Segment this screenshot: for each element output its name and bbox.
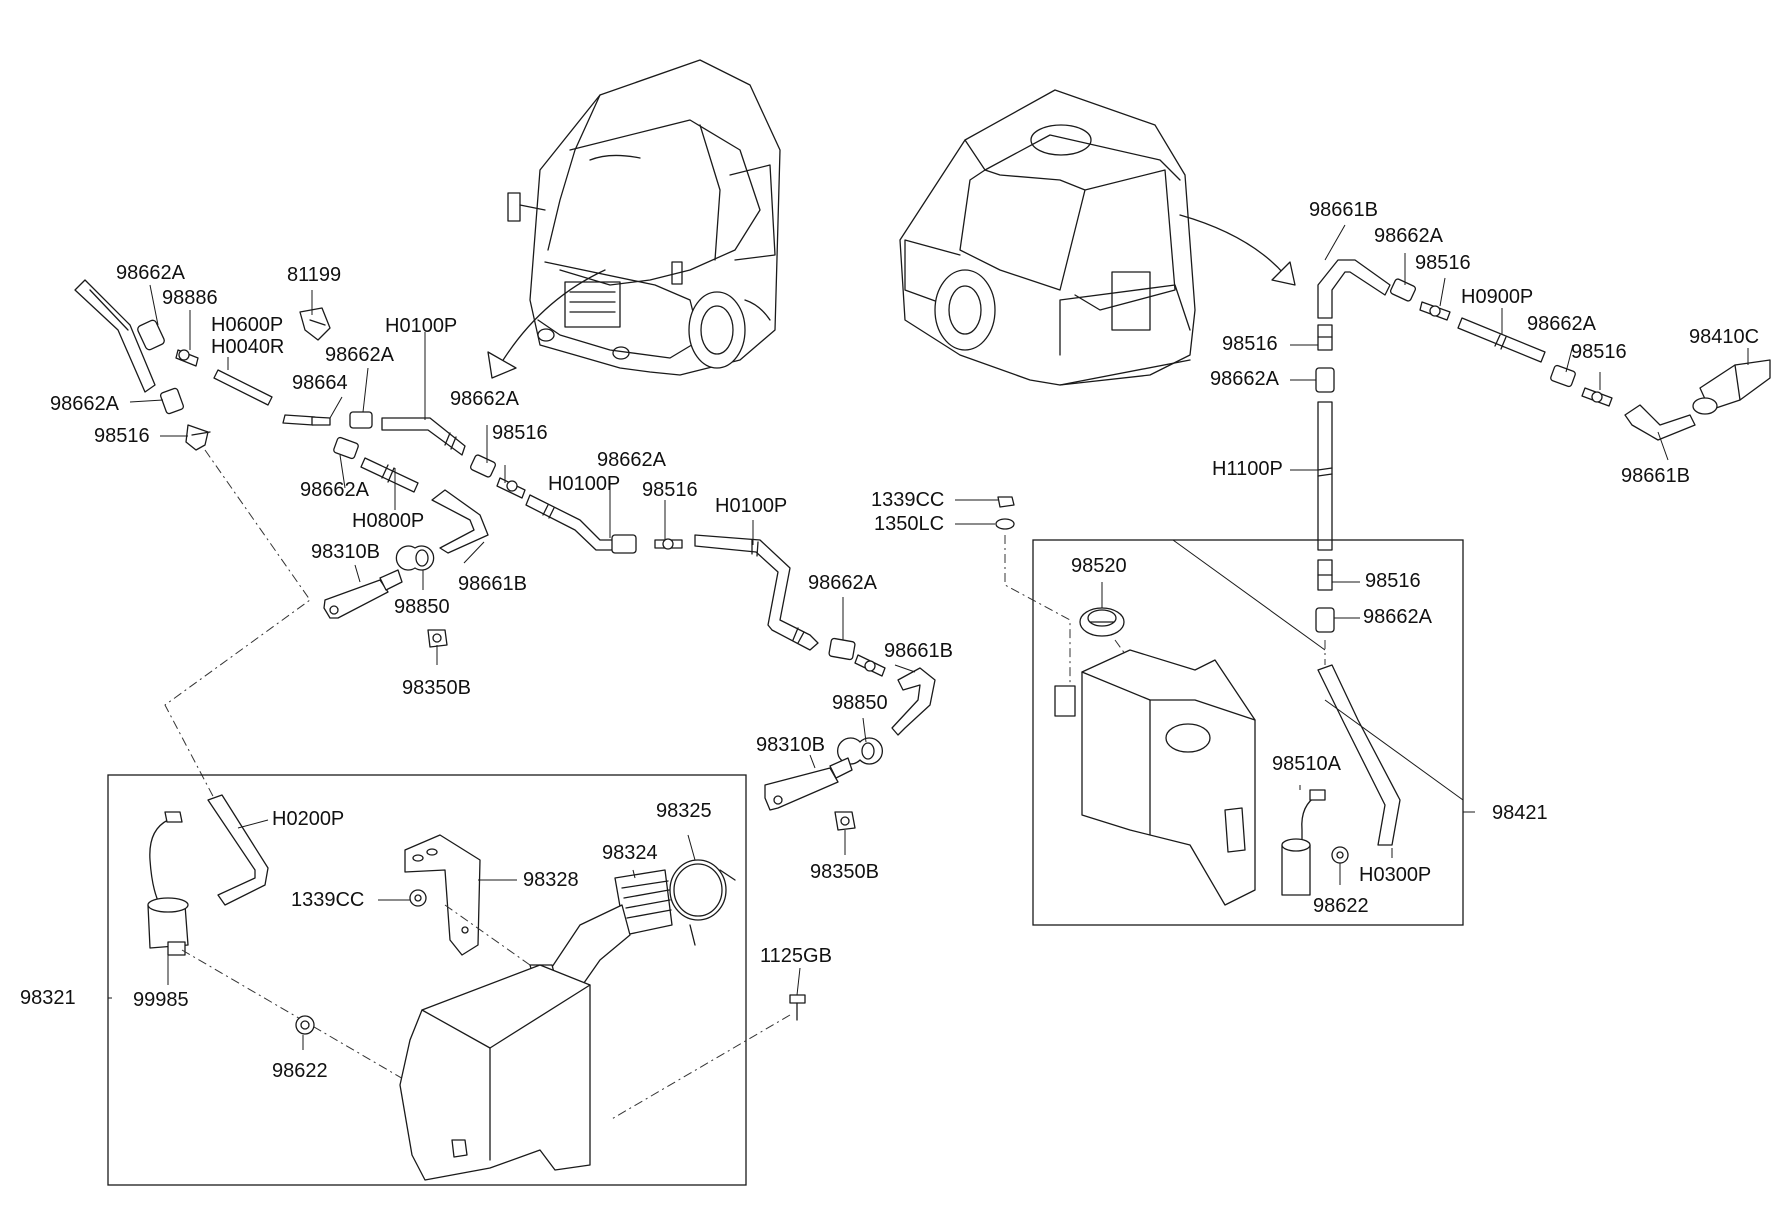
rear-arrow	[1179, 214, 1286, 276]
label-98350B: 98350B	[810, 861, 879, 883]
label-98662A: 98662A	[1210, 368, 1279, 390]
label-98850: 98850	[394, 596, 450, 618]
label-98662A: 98662A	[450, 388, 519, 410]
leader-lines	[108, 224, 1749, 1050]
label-H0100P: H0100P	[715, 495, 788, 517]
label-98661B: 98661B	[1309, 199, 1378, 221]
front-arrow	[499, 269, 606, 366]
label-H0200P: H0200P	[272, 808, 345, 830]
label-98510A: 98510A	[1272, 753, 1341, 775]
label-98664: 98664	[292, 372, 348, 394]
label-98520: 98520	[1071, 555, 1127, 577]
label-99985: 99985	[133, 989, 189, 1011]
label-98310B: 98310B	[756, 734, 825, 756]
label-H0900P: H0900P	[1461, 286, 1534, 308]
label-98516: 98516	[642, 479, 698, 501]
label-98516: 98516	[1222, 333, 1278, 355]
label-H0800P: H0800P	[352, 510, 425, 532]
label-98662A: 98662A	[300, 479, 369, 501]
label-H0100P: H0100P	[548, 473, 621, 495]
rear-van-illustration	[899, 89, 1196, 386]
label-1339CC: 1339CC	[291, 889, 365, 911]
label-1339CC: 1339CC	[871, 489, 945, 511]
label-98516: 98516	[1415, 252, 1471, 274]
label-98662A: 98662A	[808, 572, 877, 594]
label-81199: 81199	[287, 264, 342, 286]
front-reservoir-box	[107, 774, 747, 1186]
label-H0600P: H0600P	[211, 314, 284, 336]
label-98850: 98850	[832, 692, 888, 714]
label-98310B: 98310B	[311, 541, 380, 563]
label-98324: 98324	[602, 842, 658, 864]
label-H1100P: H1100P	[1212, 458, 1283, 480]
label-98662A: 98662A	[116, 262, 185, 284]
label-98516: 98516	[94, 425, 150, 447]
label-98886: 98886	[162, 287, 218, 309]
label-98421: 98421	[1492, 802, 1548, 824]
label-H0100P: H0100P	[385, 315, 458, 337]
label-98622: 98622	[1313, 895, 1369, 917]
label-1125GB: 1125GB	[760, 945, 832, 967]
label-98662A: 98662A	[50, 393, 119, 415]
label-98516: 98516	[1365, 570, 1421, 592]
label-98661B: 98661B	[884, 640, 953, 662]
label-98321: 98321	[20, 987, 76, 1009]
label-98325: 98325	[656, 800, 712, 822]
label-98662A: 98662A	[1527, 313, 1596, 335]
label-98622: 98622	[272, 1060, 328, 1082]
label-98350B: 98350B	[402, 677, 471, 699]
front-van-illustration	[507, 59, 781, 376]
label-98328: 98328	[523, 869, 579, 891]
label-98662A: 98662A	[1374, 225, 1443, 247]
label-98662A: 98662A	[597, 449, 666, 471]
label-98661B: 98661B	[1621, 465, 1690, 487]
label-98410C: 98410C	[1689, 326, 1760, 348]
label-1350LC: 1350LC	[874, 513, 945, 535]
label-H0040R: H0040R	[211, 336, 285, 358]
label-98516: 98516	[492, 422, 548, 444]
label-98662A: 98662A	[1363, 606, 1432, 628]
rear-reservoir-box	[1032, 539, 1464, 926]
label-98661B: 98661B	[458, 573, 527, 595]
label-98662A: 98662A	[325, 344, 394, 366]
label-H0300P: H0300P	[1359, 864, 1432, 886]
label-98516: 98516	[1571, 341, 1627, 363]
